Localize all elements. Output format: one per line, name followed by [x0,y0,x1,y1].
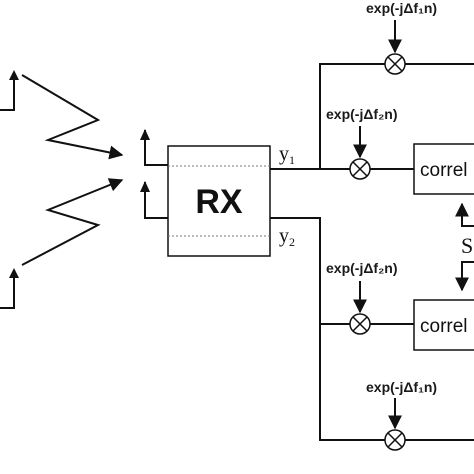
propagation-path-lower [21,178,124,266]
s-to-lower-arrow [455,261,474,292]
receiver-antenna-lower [140,181,168,219]
correlator-upper-label: correl [420,160,468,181]
correlator-lower: correl [413,299,474,351]
correlator-lower-label: correl [420,316,468,337]
correlator-upper: correl [413,143,474,195]
mixer-upper [349,158,371,180]
rx-block: RX [167,145,271,257]
output-label-y2: y2 [279,225,295,249]
mixer-upper-label: exp(-jΔf₂n) [326,106,398,122]
rx-label: RX [195,183,243,221]
output-label-y1: y1 [279,143,295,167]
mixer-top-label: exp(-jΔf₁n) [366,0,437,16]
transmitter-antenna-top [0,70,19,111]
s-label: S [461,233,473,258]
mixer-bottom-label: exp(-jΔf₁n) [366,379,437,395]
transmitter-antenna-bottom [0,268,19,309]
y1-signal-path [270,63,474,170]
mixer-top [384,53,406,75]
mixer-lower-label: exp(-jΔf₂n) [326,260,398,276]
propagation-path-upper [21,74,124,160]
mixer-lower [349,313,371,335]
s-to-upper-arrow [455,202,474,227]
receiver-antenna-upper [140,129,168,166]
mixer-bottom [384,429,406,451]
